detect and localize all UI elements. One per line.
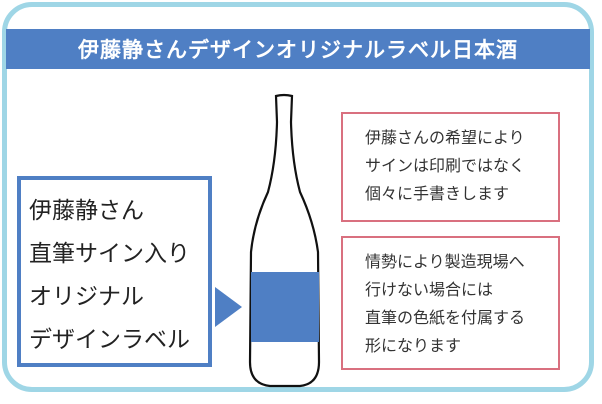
feature-line: 直筆サイン入り [29,241,190,267]
note-line: 個々に手書きします [365,184,510,203]
sake-bottle-icon [240,92,330,396]
note-line: 情勢により製造現場へ [365,252,525,271]
bottle-label [251,272,319,342]
note-alternative: 情勢により製造現場へ 行けない場合には 直筆の色紙を付属する 形になります [341,236,560,370]
note-line: 形になります [365,336,462,355]
feature-box: 伊藤静さん 直筆サイン入り オリジナル デザインラベル [17,176,212,367]
title-banner: 伊藤静さんデザインオリジナルラベル日本酒 [6,29,590,69]
arrow-right-icon [215,287,242,327]
page-title: 伊藤静さんデザインオリジナルラベル日本酒 [78,38,518,62]
feature-line: オリジナル [29,284,144,310]
note-line: 行けない場合には [365,280,494,299]
feature-line: 伊藤静さん [29,198,144,224]
note-handwritten: 伊藤さんの希望により サインは印刷ではなく 個々に手書きします [341,112,560,222]
feature-line: デザインラベル [29,327,190,353]
note-line: 直筆の色紙を付属する [365,308,526,327]
note-line: 伊藤さんの希望により [365,128,525,147]
note-line: サインは印刷ではなく [365,156,526,175]
